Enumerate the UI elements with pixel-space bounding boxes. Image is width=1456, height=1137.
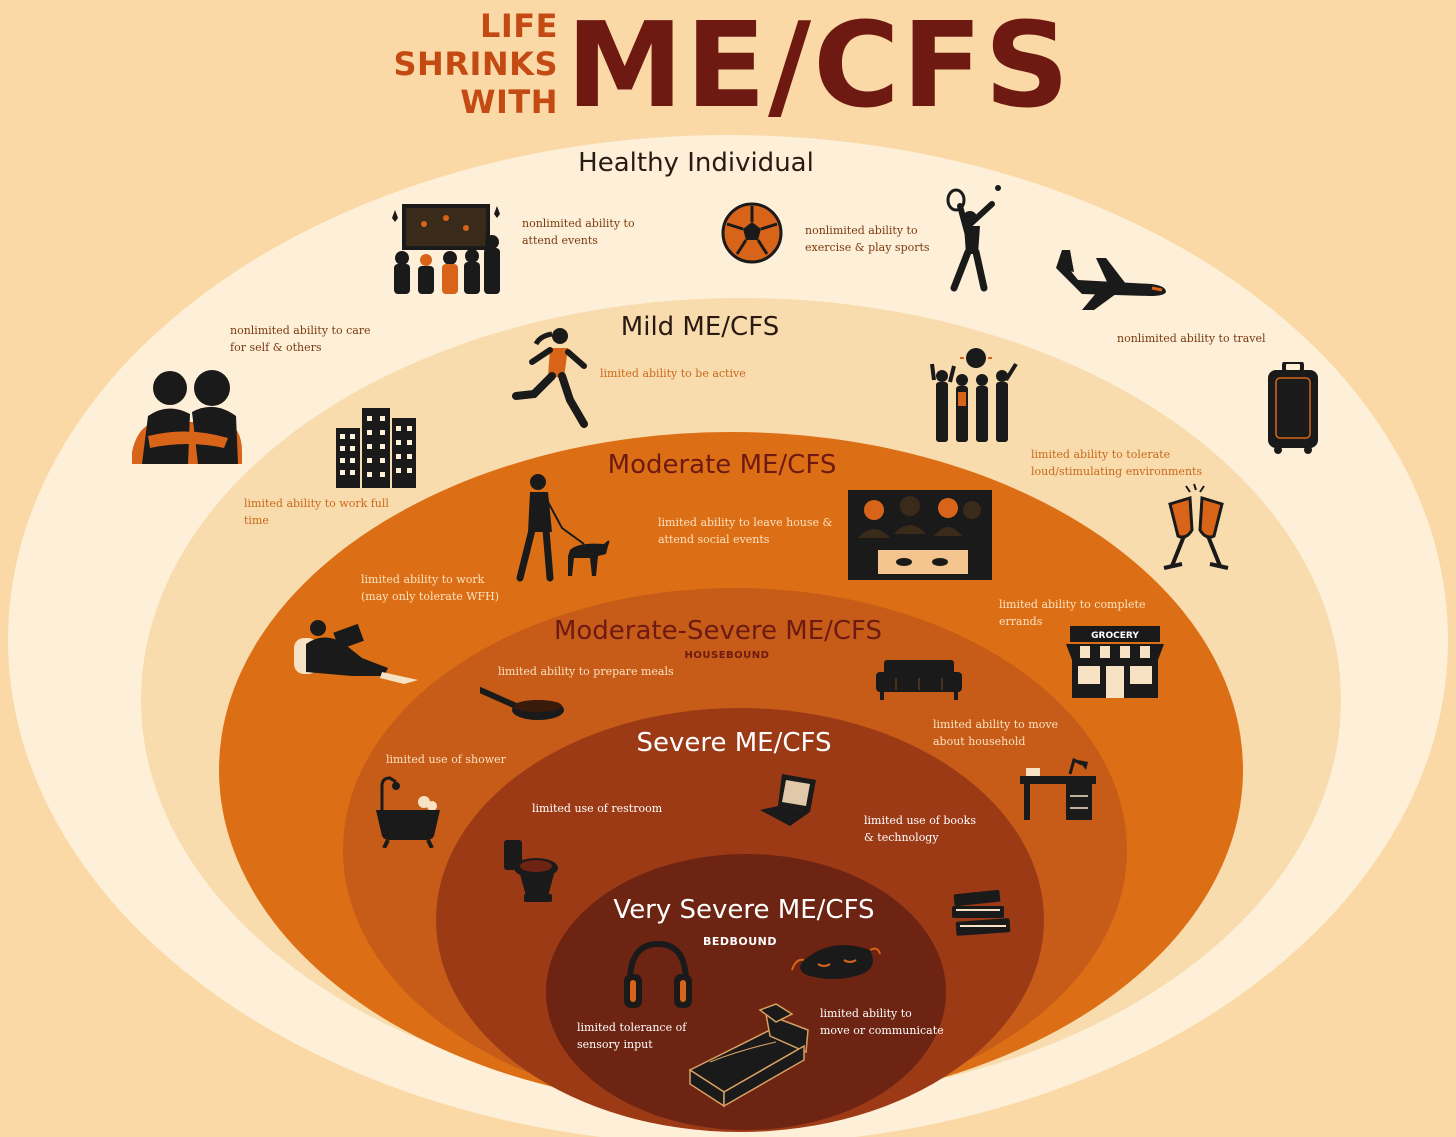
note-leave-house: limited ability to leave house & attend … [658,516,833,546]
frying-pan-icon [480,687,564,720]
level-very-severe: Very Severe ME/CFS [613,895,875,925]
laptop-icon [760,774,816,826]
level-healthy: Healthy Individual [578,148,814,178]
office-building-icon [336,408,416,488]
toilet-icon [504,840,558,902]
note-sports: nonlimited ability to exercise & play sp… [805,224,930,254]
hugging-people-icon [132,370,242,464]
books-icon [952,889,1011,936]
note-travel: nonlimited ability to travel [1117,332,1266,345]
airplane-icon [1056,250,1166,310]
note-loud: limited ability to tolerate loud/stimula… [1031,448,1203,478]
level-severe: Severe ME/CFS [636,728,832,758]
party-crowd-icon [930,346,1018,442]
concert-crowd-icon [392,204,500,294]
level-moderate-severe: Moderate-Severe ME/CFS [553,616,883,646]
note-move-household: limited ability to move about household [933,718,1059,748]
note-sensory: limited tolerance of sensory input [577,1021,687,1051]
note-work-full: limited ability to work full time [244,497,389,527]
champagne-glasses-icon [1163,483,1229,570]
level-mild: Mild ME/CFS [620,312,780,342]
sofa-icon [876,660,962,700]
level-moderate: Moderate ME/CFS [607,450,837,480]
note-errands: limited ability to complete errands [999,598,1146,628]
grocery-store-icon: GROCERY [1066,626,1164,698]
note-active: limited ability to be active [600,367,746,380]
friends-dinner-icon [848,490,992,580]
ring-very-severe [546,854,946,1130]
laptop-lounging-icon [294,620,418,684]
note-books-tech: limited use of books & technology [864,814,976,844]
title-me-cfs: ME/CFS [566,0,1072,134]
suitcase-icon [1268,362,1318,454]
title-life: LIFE [479,7,558,45]
headphones-icon [624,940,692,1008]
soccer-ball-icon [721,202,783,264]
note-move-communicate: limited ability to move or communicate [820,1007,944,1037]
note-care: nonlimited ability to care for self & ot… [230,324,371,354]
grocery-sign: GROCERY [1091,631,1139,641]
note-work-wfh: limited ability to work (may only tolera… [361,573,500,603]
runner-icon [512,328,588,428]
desk-lamp-icon [1020,757,1096,820]
sleep-mask-icon [791,945,881,979]
title-with: WITH [460,83,558,121]
bathtub-icon [376,776,440,848]
level-moderate-severe-sub: HOUSEBOUND [684,650,770,661]
level-very-severe-sub: BEDBOUND [702,935,778,948]
bed-icon [688,1003,809,1108]
title-shrinks: SHRINKS [393,45,558,83]
note-shower: limited use of shower [386,753,506,766]
note-meals: limited ability to prepare meals [498,665,674,678]
note-events: nonlimited ability to attend events [522,217,635,247]
dog-walker-icon [516,474,610,582]
note-restroom: limited use of restroom [532,802,663,815]
tennis-player-icon [946,185,1001,292]
